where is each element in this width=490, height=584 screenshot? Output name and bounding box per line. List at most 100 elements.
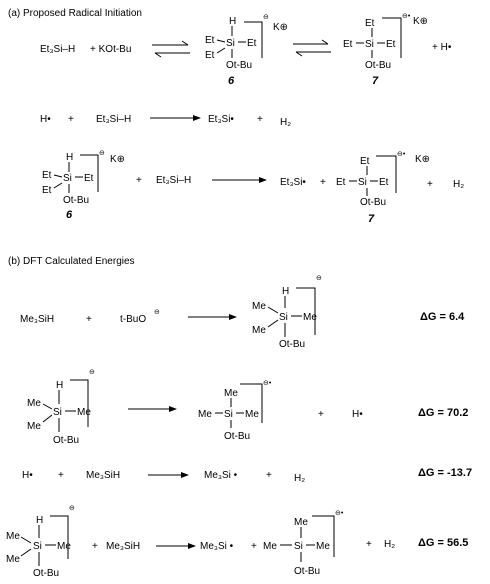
b4-plus-2: + — [251, 541, 257, 552]
svg-text:Si: Si — [226, 38, 235, 49]
svg-text:⊖: ⊖ — [69, 505, 75, 512]
b3-plus-2: + — [266, 470, 272, 481]
b4-reactant2: Me₃SiH — [106, 541, 140, 552]
svg-text:H: H — [36, 515, 43, 526]
svg-text:Me: Me — [77, 407, 91, 418]
svg-text:H: H — [66, 152, 73, 163]
b2-h-radical: H• — [352, 409, 363, 420]
svg-text:Si: Si — [279, 312, 288, 323]
b4-h2: H₂ — [384, 539, 395, 550]
b4-plus-1: + — [92, 541, 98, 552]
b4-product2: Me Me Si Me Ot-Bu ⊖• — [263, 510, 344, 577]
svg-text:Ot-Bu: Ot-Bu — [224, 431, 250, 442]
a1-equilibrium-arrow-2 — [293, 39, 331, 57]
svg-text:Et: Et — [247, 38, 257, 49]
b4-plus-3: + — [366, 539, 372, 550]
b3-energy: ΔG = -13.7 — [418, 467, 472, 479]
a3-reactant: Et₃Si–H — [156, 175, 191, 186]
svg-text:Me: Me — [57, 541, 71, 552]
svg-text:Et: Et — [42, 170, 52, 181]
svg-text:Ot-Bu: Ot-Bu — [279, 339, 305, 350]
svg-text:⊖•: ⊖• — [397, 151, 406, 158]
svg-text:Me: Me — [6, 531, 20, 542]
b2-product: Me Me Si Me Ot-Bu ⊖• — [198, 380, 272, 442]
a3-plus-1: + — [136, 175, 142, 186]
svg-text:Me: Me — [27, 421, 41, 432]
svg-text:Et: Et — [343, 39, 353, 50]
a2-product: Et₃Si• — [208, 114, 234, 125]
svg-text:Me: Me — [27, 398, 41, 409]
b1-reactant1: Me₃SiH — [20, 314, 54, 325]
b3-h-radical: H• — [22, 470, 33, 481]
svg-text:⊖: ⊖ — [99, 150, 105, 157]
svg-text:Me: Me — [303, 312, 317, 323]
svg-text:Ot-Bu: Ot-Bu — [294, 566, 320, 577]
a2-h2: H₂ — [280, 117, 291, 128]
svg-text:Me: Me — [224, 388, 238, 399]
svg-text:Si: Si — [365, 39, 374, 50]
svg-text:7: 7 — [368, 213, 375, 225]
svg-text:Si: Si — [33, 541, 42, 552]
svg-text:⊖: ⊖ — [263, 14, 269, 21]
svg-text:⊖•: ⊖• — [263, 380, 272, 387]
svg-text:H: H — [56, 380, 63, 391]
svg-text:Et: Et — [379, 177, 389, 188]
b1-reactant2-charge: ⊖ — [154, 309, 160, 316]
svg-text:Me: Me — [252, 325, 266, 336]
a2-plus-2: + — [257, 114, 263, 125]
svg-text:Et: Et — [42, 185, 52, 196]
svg-text:Me: Me — [263, 541, 277, 552]
a3-plus-2: + — [320, 177, 326, 188]
a3-complex-7: Et Et Si Et Ot-Bu ⊖• K⊕ 7 — [336, 151, 430, 225]
svg-text:Si: Si — [294, 541, 303, 552]
b3-reactant: Me₃SiH — [86, 470, 120, 481]
section-a-title: (a) Proposed Radical Initiation — [8, 8, 142, 19]
svg-text:Me: Me — [316, 541, 330, 552]
svg-text:Me: Me — [245, 409, 259, 420]
b4-reactant: H Me Si Me Me Ot-Bu ⊖ — [6, 505, 75, 579]
a3-plus-3: + — [427, 179, 433, 190]
svg-text:K⊕: K⊕ — [273, 22, 288, 33]
a2-reactant: Et₃Si–H — [96, 114, 131, 125]
a1-plus-kotbu: + KOt-Bu — [90, 44, 131, 55]
b1-reactant2: t-BuO — [120, 314, 146, 325]
svg-text:K⊕: K⊕ — [415, 154, 430, 165]
b3-h2: H₂ — [294, 473, 305, 484]
svg-text:Me: Me — [294, 517, 308, 528]
svg-text:Me: Me — [6, 554, 20, 565]
a2-plus: + — [68, 114, 74, 125]
svg-text:Ot-Bu: Ot-Bu — [360, 197, 386, 208]
svg-text:H: H — [229, 16, 236, 27]
svg-text:Ot-Bu: Ot-Bu — [63, 195, 89, 206]
b1-product: H Me Si Me Me Ot-Bu ⊖ — [252, 275, 322, 350]
svg-text:K⊕: K⊕ — [413, 16, 428, 27]
a1-complex-6: H Et Si Et Et Ot-Bu ⊖ K⊕ 6 — [205, 14, 288, 87]
a3-product: Et₃Si• — [280, 177, 306, 188]
svg-text:H: H — [282, 286, 289, 297]
a1-reactant: Et₃Si–H — [40, 44, 75, 55]
svg-text:Et: Et — [365, 18, 375, 29]
a1-equilibrium-arrow-1 — [152, 40, 190, 58]
a1-complex-7: Et Et Si Et Ot-Bu ⊖• K⊕ 7 — [343, 13, 428, 87]
b4-energy: ΔG = 56.5 — [418, 537, 468, 549]
b1-plus: + — [86, 314, 92, 325]
svg-text:Et: Et — [336, 177, 346, 188]
b2-energy: ΔG = 70.2 — [418, 407, 468, 419]
svg-text:Ot-Bu: Ot-Bu — [226, 60, 252, 71]
svg-text:Et: Et — [386, 39, 396, 50]
a1-plus-h-radical: + H• — [432, 42, 452, 53]
svg-text:Et: Et — [84, 173, 94, 184]
b2-plus: + — [318, 409, 324, 420]
svg-text:Me: Me — [252, 301, 266, 312]
svg-text:6: 6 — [228, 75, 235, 87]
a3-h2: H₂ — [453, 179, 464, 190]
b1-energy: ΔG = 6.4 — [420, 311, 465, 323]
svg-text:Ot-Bu: Ot-Bu — [365, 60, 391, 71]
b3-product: Me₃Si • — [204, 470, 238, 481]
svg-text:⊖: ⊖ — [316, 275, 322, 282]
svg-text:6: 6 — [66, 209, 73, 221]
svg-text:⊖•: ⊖• — [335, 510, 344, 517]
svg-text:Si: Si — [224, 409, 233, 420]
svg-text:Ot-Bu: Ot-Bu — [33, 568, 59, 579]
svg-text:Si: Si — [358, 177, 367, 188]
